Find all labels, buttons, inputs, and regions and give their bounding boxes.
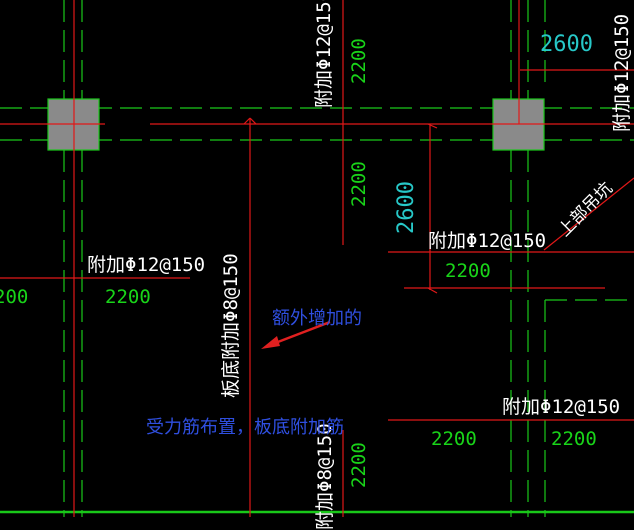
dim-label-mid: 2200 — [445, 260, 491, 282]
cad-canvas[interactable] — [0, 0, 634, 517]
dim-label-mid-vertical: 2200 — [348, 161, 370, 207]
dim-label-2600-mid: 2600 — [394, 181, 419, 234]
dim-label-left: 2200 — [105, 286, 151, 308]
dim-label-bottom-2: 2200 — [551, 428, 597, 450]
rebar-label-plate-bottom: 板底附加Φ8@150 — [220, 253, 242, 398]
rebar-label-right-edge: 附加Φ12@150 — [611, 13, 633, 132]
dim-label-top: 2200 — [348, 38, 370, 84]
dim-label-2600-top: 2600 — [540, 32, 593, 57]
annotation-arrow — [261, 320, 331, 349]
annotation-rebar-layout: 受力筋布置，板底附加筋 — [146, 417, 344, 438]
rebar-lines — [0, 0, 634, 517]
rebar-label-left: 附加Φ12@150 — [87, 254, 206, 276]
rebar-label-bottom-right: 附加Φ12@150 — [502, 396, 621, 418]
dim-label-bottom-1: 2200 — [431, 428, 477, 450]
annotation-extra-added: 额外增加的 — [272, 308, 362, 329]
rebar-label-mid: 附加Φ12@150 — [428, 230, 547, 252]
dim-label-left-partial: 200 — [0, 286, 29, 308]
dim-label-bottom-vertical: 2200 — [348, 442, 370, 488]
rebar-label-bottom-vertical: 附加Φ8@150 — [314, 423, 336, 530]
rebar-label-top: 附加Φ12@150 — [313, 0, 335, 108]
